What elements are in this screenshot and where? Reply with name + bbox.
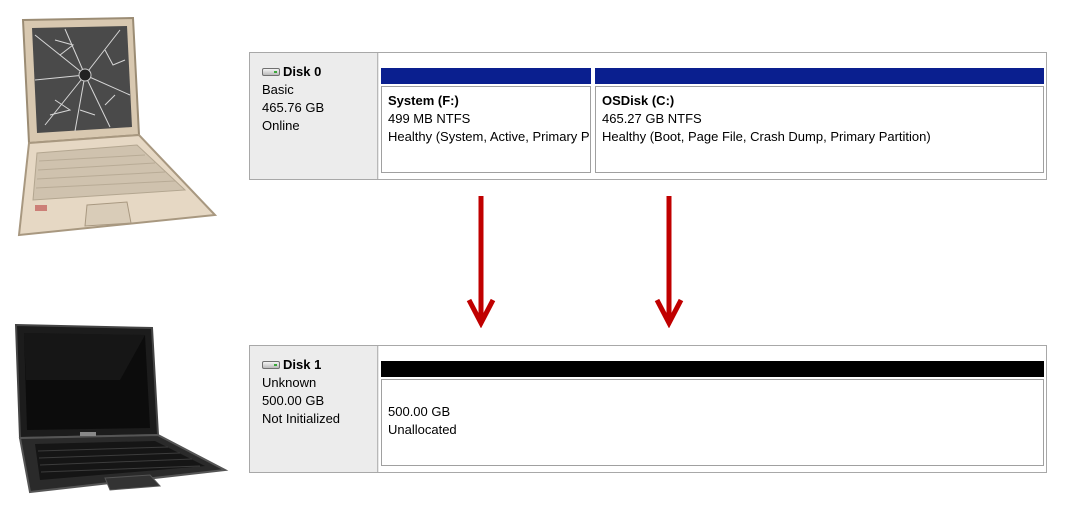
disk-0-status: Online bbox=[262, 118, 300, 133]
hard-disk-icon bbox=[262, 361, 280, 369]
disk-1-type: Unknown bbox=[262, 375, 317, 390]
disk-1-info[interactable]: Disk 1 Unknown 500.00 GB Not Initialized bbox=[250, 346, 378, 472]
disk-0-partitions: System (F:) 499 MB NTFS Healthy (System,… bbox=[379, 53, 1046, 179]
unallocated-size: 500.00 GB bbox=[388, 404, 451, 419]
disk-0-size: 465.76 GB bbox=[262, 100, 325, 115]
new-laptop-image bbox=[10, 320, 230, 500]
partition-osdisk-c[interactable]: OSDisk (C:) 465.27 GB NTFS Healthy (Boot… bbox=[595, 68, 1044, 173]
down-arrow-icon bbox=[466, 196, 496, 328]
disk-0-info[interactable]: Disk 0 Basic 465.76 GB Online bbox=[250, 53, 378, 179]
unallocated-label: Unallocated bbox=[388, 422, 457, 437]
partition-size: 465.27 GB NTFS bbox=[602, 111, 702, 126]
disk-1-row: Disk 1 Unknown 500.00 GB Not Initialized… bbox=[249, 345, 1047, 473]
disk-1-partitions: 500.00 GB Unallocated bbox=[379, 346, 1046, 472]
partition-status: Healthy (Boot, Page File, Crash Dump, Pr… bbox=[602, 129, 931, 144]
broken-laptop-image bbox=[15, 15, 225, 240]
partition-bar-primary bbox=[381, 68, 591, 84]
disk-1-name: Disk 1 bbox=[283, 357, 322, 372]
partition-bar-primary bbox=[595, 68, 1044, 84]
hard-disk-icon bbox=[262, 68, 280, 76]
down-arrow-icon bbox=[654, 196, 684, 328]
disk-0-type: Basic bbox=[262, 82, 294, 97]
disk-0-name: Disk 0 bbox=[283, 64, 322, 79]
partition-name: OSDisk (C:) bbox=[602, 93, 675, 108]
partition-name: System (F:) bbox=[388, 93, 459, 108]
disk-1-size: 500.00 GB bbox=[262, 393, 325, 408]
disk-1-status: Not Initialized bbox=[262, 411, 341, 426]
unallocated-space[interactable]: 500.00 GB Unallocated bbox=[381, 361, 1044, 466]
partition-system-f[interactable]: System (F:) 499 MB NTFS Healthy (System,… bbox=[381, 68, 591, 173]
disk-0-row: Disk 0 Basic 465.76 GB Online System (F:… bbox=[249, 52, 1047, 180]
partition-size: 499 MB NTFS bbox=[388, 111, 471, 126]
partition-status: Healthy (System, Active, Primary Partiti… bbox=[388, 129, 590, 144]
partition-bar-unallocated bbox=[381, 361, 1044, 377]
